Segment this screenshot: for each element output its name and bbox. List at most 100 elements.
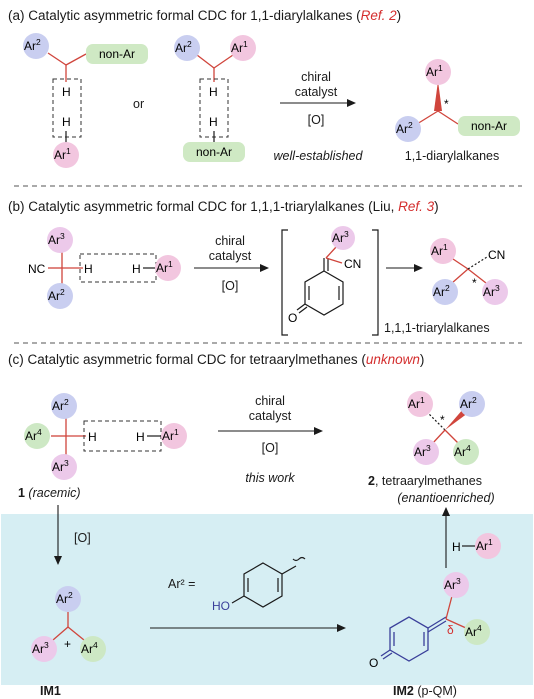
h-atom: H — [209, 85, 218, 99]
section-a-header: (a) Catalytic asymmetric formal CDC for … — [8, 8, 401, 23]
carbonyl-oxygen: O — [288, 311, 297, 325]
oxidation-label: [O] — [74, 531, 91, 545]
ar2-label: Ar2 — [433, 283, 450, 299]
section-a-ref: Ref. 2 — [361, 8, 398, 23]
non-ar-badge — [458, 116, 520, 136]
condition-oxidant: [O] — [222, 279, 239, 293]
compound-1-label: 1 (racemic) — [18, 486, 81, 500]
h-atom: H — [84, 262, 93, 276]
ar1-badge — [475, 533, 501, 559]
ar3-label: Ar3 — [444, 576, 461, 592]
non-ar-label: non-Ar — [471, 119, 507, 133]
stereocenter-star: * — [472, 276, 477, 290]
nitrile-group: CN — [488, 248, 505, 262]
hashed-bond — [467, 256, 488, 270]
ar3-label: Ar3 — [414, 443, 431, 459]
ar1-badge — [155, 255, 181, 281]
h-atom: H — [452, 540, 461, 554]
this-work-note: this work — [245, 471, 295, 485]
bond — [65, 53, 87, 66]
condition-chiral: chiral — [301, 70, 331, 84]
ar1-label: Ar1 — [231, 39, 248, 55]
ar2-badge — [395, 116, 421, 142]
ar1-label: Ar1 — [408, 395, 425, 411]
ar2-label: Ar2 — [396, 120, 413, 136]
non-ar-label: non-Ar — [196, 145, 232, 159]
ar2-definition: Ar² = — [168, 577, 195, 591]
ar3-label: Ar3 — [483, 283, 500, 299]
ar2-badge — [432, 279, 458, 305]
bond — [467, 268, 487, 284]
well-established-note: well-established — [274, 149, 364, 163]
ar3-badge — [443, 572, 469, 598]
bond — [451, 268, 469, 284]
ar1-label: Ar1 — [476, 537, 493, 553]
p-hydroxyphenyl-structure — [231, 556, 306, 608]
delta-label: δ — [447, 623, 454, 637]
ar3-label: Ar3 — [332, 229, 349, 245]
ar3-badge — [31, 636, 57, 662]
bracket-right — [372, 229, 379, 336]
h-atom: H — [88, 430, 97, 444]
ar2-badge — [55, 586, 81, 612]
non-ar-badge — [86, 44, 148, 64]
ar2-label: Ar2 — [24, 37, 41, 53]
ar4-badge — [80, 636, 106, 662]
ar1-badge — [430, 238, 456, 264]
bond — [431, 429, 446, 445]
p-quinone-methide-im2 — [380, 595, 467, 662]
cdc-dashed-box — [52, 78, 82, 138]
ar2-label: Ar2 — [460, 395, 477, 411]
bond — [444, 429, 460, 445]
condition-catalyst: catalyst — [209, 249, 252, 263]
wedge-bond — [434, 81, 442, 111]
nitrile-group: CN — [344, 257, 361, 271]
ar2-badge — [51, 393, 77, 419]
or-text: or — [133, 97, 144, 111]
p-quinone-methide-intermediate — [296, 245, 344, 316]
ar4-label: Ar4 — [454, 443, 471, 459]
im2-label: IM2 (p-QM) — [393, 684, 457, 698]
h-atom: H — [132, 262, 141, 276]
bond — [52, 626, 69, 641]
section-c-ref: unknown — [366, 352, 420, 367]
ar4-badge — [464, 619, 490, 645]
bracket-left — [281, 229, 288, 336]
non-ar-label: non-Ar — [99, 47, 135, 61]
bond — [47, 52, 67, 66]
ar2-badge — [174, 35, 200, 61]
condition-chiral: chiral — [215, 234, 245, 248]
ar2-label: Ar2 — [52, 397, 69, 413]
ar1-badge — [425, 59, 451, 85]
ar2-label: Ar2 — [56, 590, 73, 606]
h-atom: H — [62, 85, 71, 99]
ar3-badge — [413, 439, 439, 465]
ar1-badge — [53, 142, 79, 168]
ar3-label: Ar3 — [48, 231, 65, 247]
carbocation-plus: + — [64, 637, 71, 651]
ar3-badge — [47, 227, 73, 253]
stereocenter-star: * — [444, 97, 449, 111]
condition-oxidant: [O] — [262, 441, 279, 455]
h-atom: H — [62, 115, 71, 129]
ar1-label: Ar1 — [162, 427, 179, 443]
ar3-label: Ar3 — [32, 640, 49, 656]
ar1-label: Ar1 — [426, 63, 443, 79]
condition-catalyst: catalyst — [295, 85, 338, 99]
ar1-label: Ar1 — [54, 146, 71, 162]
ar1-badge — [407, 391, 433, 417]
carbonyl-oxygen: O — [369, 656, 378, 670]
hashed-bond — [426, 411, 446, 431]
compound-2-enantioenriched: (enantioenriched) — [397, 491, 494, 505]
ar2-badge — [459, 391, 485, 417]
ar4-badge — [453, 439, 479, 465]
bond — [196, 54, 215, 69]
condition-catalyst: catalyst — [249, 409, 292, 423]
condition-oxidant: [O] — [308, 113, 325, 127]
ar3-badge — [482, 279, 508, 305]
wedge-bond — [445, 408, 468, 430]
ar4-label: Ar4 — [465, 623, 482, 639]
nitrile-group: NC — [28, 262, 46, 276]
ar2-badge — [23, 33, 49, 59]
bond — [213, 54, 234, 69]
